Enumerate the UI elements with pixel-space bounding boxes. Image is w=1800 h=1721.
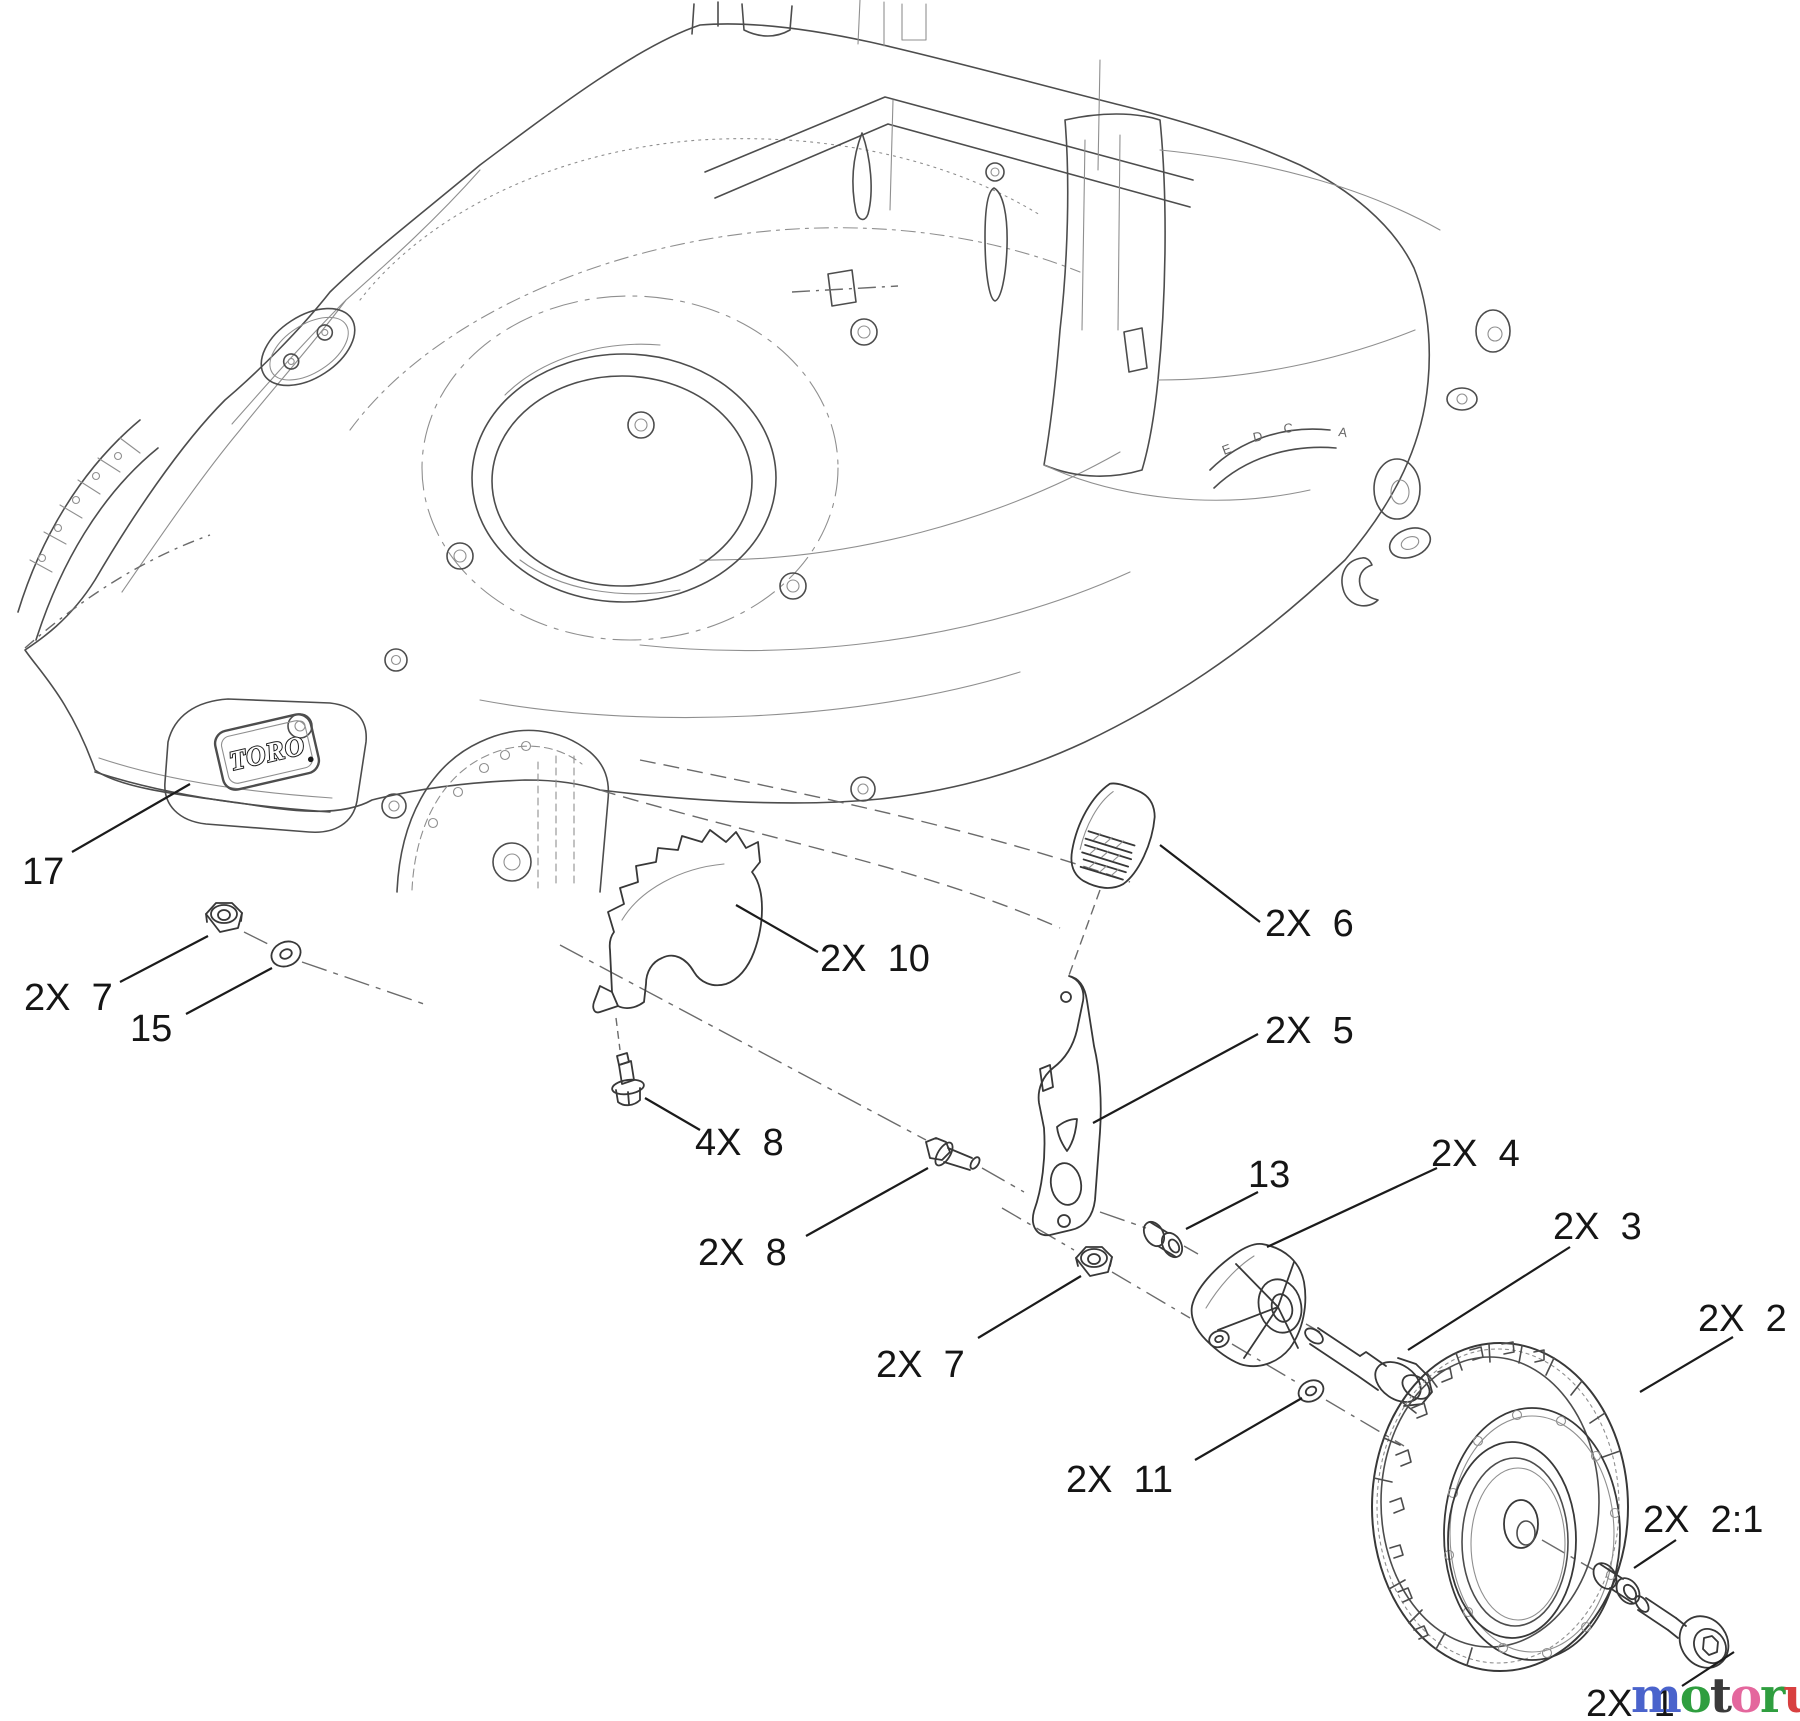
axis-guides	[243, 889, 1595, 1571]
callout-7a: 2X 7	[24, 977, 113, 1019]
watermark-letter: u	[1783, 1668, 1800, 1721]
callout-4: 2X 4	[1431, 1133, 1520, 1175]
part-toothed-bracket-10	[592, 829, 763, 1014]
callout-13: 13	[1248, 1154, 1290, 1196]
part-bolt-4x8	[611, 1052, 645, 1107]
deck-ring-screws	[446, 411, 807, 600]
callout-7b: 2X 7	[876, 1344, 965, 1386]
deck-front-boss	[260, 307, 356, 387]
part-bracket-4	[1190, 1242, 1307, 1368]
deck-right-plate: E D C A	[1043, 113, 1511, 607]
part-bolt-2x8	[925, 1137, 981, 1171]
height-letter-d: D	[1252, 428, 1264, 445]
part-spacer-13	[1142, 1220, 1184, 1259]
callout-11: 2X 11	[1066, 1459, 1173, 1501]
deck-screws	[287, 648, 876, 819]
part-axle-bolt-3	[1304, 1327, 1433, 1407]
watermark-letter: o	[1729, 1668, 1762, 1721]
callout-10: 2X 10	[820, 938, 930, 980]
deck-wheel-arch	[396, 729, 1131, 929]
part-locknut-left	[205, 902, 243, 933]
toro-logo-text: TORO	[226, 730, 308, 777]
callout-2-1: 2X 2:1	[1643, 1499, 1763, 1541]
part-washer-11	[1297, 1379, 1325, 1403]
callout-8b: 2X 8	[698, 1232, 787, 1274]
watermark-letter: m	[1631, 1668, 1682, 1721]
height-letter-a: A	[1338, 424, 1349, 440]
mower-deck-drawing: E D C A	[17, 0, 1511, 929]
watermark-motoruf: motoruf.de	[1631, 1672, 1800, 1720]
toro-logo-patch: TORO	[164, 698, 367, 833]
callout-6: 2X 6	[1265, 903, 1354, 945]
part-wheel-2	[1371, 1341, 1629, 1672]
part-lever-5	[1032, 975, 1102, 1237]
logo-dot	[307, 756, 314, 763]
leader-lines	[71, 783, 1735, 1687]
callout-8a: 4X 8	[695, 1122, 784, 1164]
part-bushing-2-1	[1592, 1562, 1641, 1605]
callout-2: 2X 2	[1698, 1298, 1787, 1340]
callout-15: 15	[130, 1008, 172, 1050]
deck-left-rib-arc	[17, 419, 211, 649]
watermark-letter: r	[1760, 1668, 1785, 1721]
height-letter-c: C	[1283, 420, 1294, 436]
part-knob-6	[1070, 782, 1156, 889]
part-washer-15	[270, 940, 302, 968]
callout-1: 2X 1	[1586, 1683, 1675, 1721]
watermark-letter: o	[1679, 1668, 1712, 1721]
height-letter-e: E	[1220, 441, 1234, 458]
callout-17: 17	[22, 851, 64, 893]
part-locknut-middle	[1075, 1246, 1113, 1277]
callout-3: 2X 3	[1553, 1206, 1642, 1248]
callout-5: 2X 5	[1265, 1010, 1354, 1052]
part-bolt-1	[1634, 1595, 1730, 1669]
callout-labels: 17 2X 7 15 2X 10 4X 8 2X 8 2X 6 2X 5 13 …	[22, 851, 1787, 1721]
watermark-letter: t	[1709, 1668, 1732, 1721]
